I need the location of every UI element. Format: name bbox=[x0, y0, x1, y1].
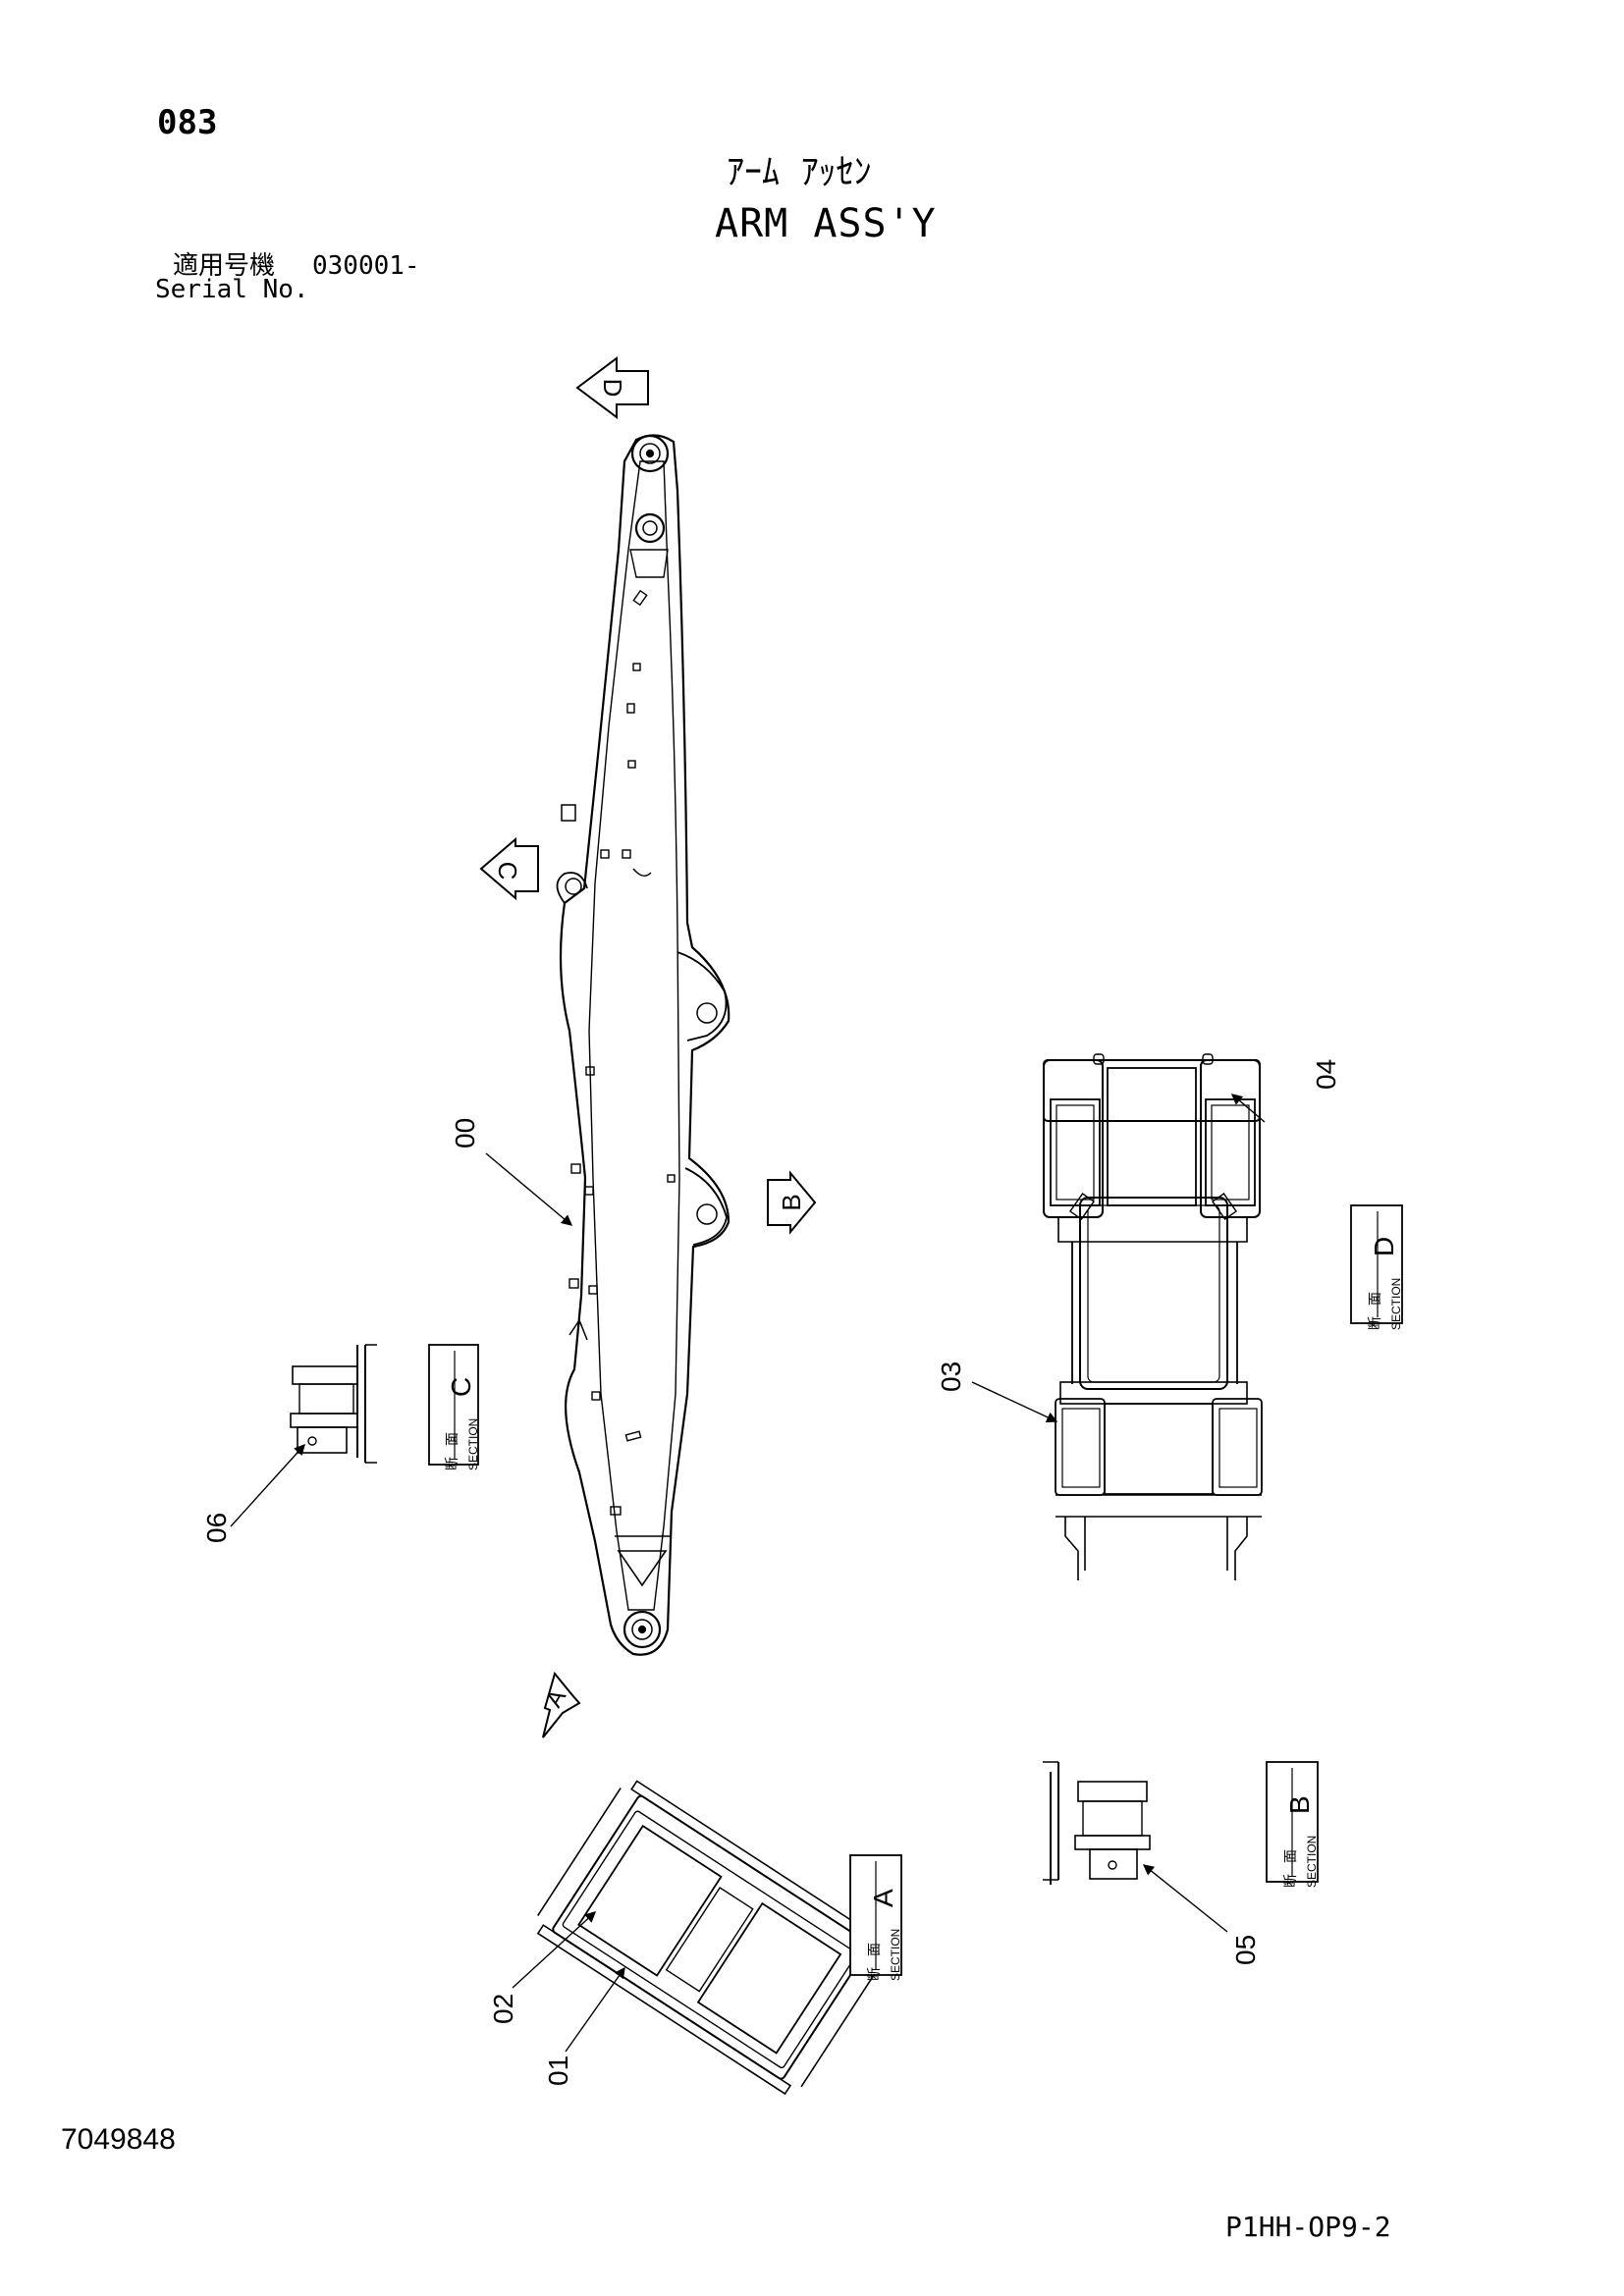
section-label-b-kanji-1: 断 bbox=[1282, 1874, 1298, 1888]
view-marker-c-letter: C bbox=[493, 862, 522, 881]
callout-02: 02 bbox=[488, 1994, 518, 2024]
page-number: 083 bbox=[157, 103, 218, 142]
title-japanese: ｱｰﾑ ｱｯｾﾝ bbox=[727, 152, 872, 192]
callout-01: 01 bbox=[543, 2056, 573, 2086]
view-marker-b: B bbox=[767, 1170, 817, 1235]
section-label-c-letter: C bbox=[446, 1377, 476, 1397]
serial-label-english: Serial No. bbox=[155, 275, 309, 304]
callout-04: 04 bbox=[1311, 1059, 1341, 1090]
section-c-view bbox=[290, 1344, 377, 1464]
section-b-view bbox=[1043, 1761, 1151, 1885]
section-a-view bbox=[536, 1780, 886, 2096]
section-label-c-kanji-2: 面 bbox=[444, 1432, 460, 1446]
view-marker-c: C bbox=[479, 836, 539, 901]
callout-leaders bbox=[230, 1094, 1266, 2053]
section-label-d-kanji-1: 断 bbox=[1367, 1316, 1382, 1330]
section-label-d-word: SECTION bbox=[1389, 1278, 1403, 1330]
section-label-a-kanji-1: 断 bbox=[866, 1967, 882, 1981]
view-marker-b-letter: B bbox=[777, 1194, 806, 1210]
serial-label-japanese: 適用号機 bbox=[173, 251, 276, 281]
drawing-number: 7049848 bbox=[61, 2123, 176, 2156]
serial-value: 030001- bbox=[312, 251, 420, 281]
section-label-a: 断 面 SECTION A bbox=[849, 1854, 902, 1981]
section-label-c-word: SECTION bbox=[466, 1418, 480, 1470]
section-label-a-word: SECTION bbox=[889, 1929, 902, 1981]
view-marker-a: A bbox=[541, 1671, 581, 1738]
callout-05: 05 bbox=[1230, 1935, 1261, 1965]
callout-00: 00 bbox=[450, 1118, 480, 1148]
section-label-d: 断 面 SECTION D bbox=[1350, 1204, 1403, 1330]
callout-06: 06 bbox=[201, 1513, 232, 1543]
section-label-c: 断 面 SECTION C bbox=[428, 1344, 480, 1470]
callout-numbers: 00 04 03 06 05 02 01 bbox=[201, 1059, 1341, 2086]
section-label-d-letter: D bbox=[1369, 1237, 1399, 1256]
view-marker-d-letter: D bbox=[598, 379, 627, 398]
section-d-view bbox=[1043, 1053, 1263, 1580]
section-label-b-letter: B bbox=[1284, 1795, 1315, 1814]
callout-03: 03 bbox=[936, 1362, 966, 1392]
section-label-a-letter: A bbox=[868, 1889, 898, 1907]
view-marker-d: D bbox=[575, 356, 649, 419]
arm-body bbox=[556, 434, 731, 1656]
section-label-d-kanji-2: 面 bbox=[1367, 1292, 1382, 1306]
title-english: ARM ASS'Y bbox=[715, 201, 937, 246]
section-label-b-kanji-2: 面 bbox=[1282, 1849, 1298, 1863]
section-label-c-kanji-1: 断 bbox=[444, 1457, 460, 1470]
section-label-b-word: SECTION bbox=[1305, 1836, 1319, 1888]
section-label-a-kanji-2: 面 bbox=[866, 1943, 882, 1956]
section-label-b: 断 面 SECTION B bbox=[1266, 1761, 1319, 1888]
sheet-code: P1HH-OP9-2 bbox=[1225, 2211, 1391, 2243]
